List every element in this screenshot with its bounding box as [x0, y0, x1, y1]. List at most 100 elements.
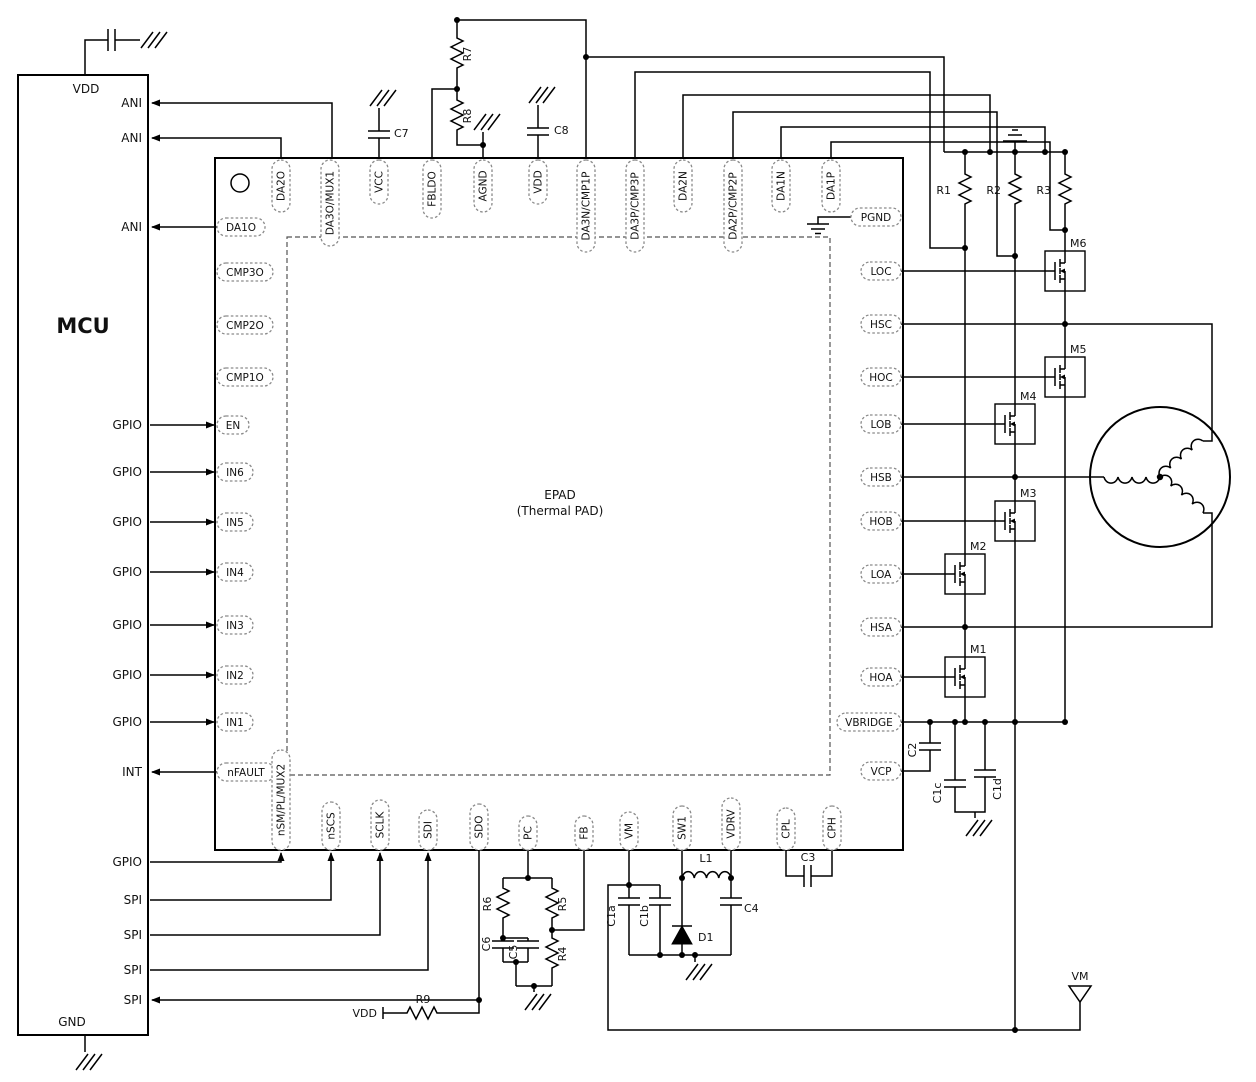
- mcu-port: SPI: [124, 993, 142, 1007]
- svg-text:R6: R6: [481, 897, 494, 912]
- svg-text:DA3P/CMP3P: DA3P/CMP3P: [630, 172, 642, 239]
- pin-nsm-pl-mux2: nSM/PL/MUX2: [271, 749, 291, 851]
- mosfet-m1: M1: [944, 643, 987, 698]
- mcu-vdd-label: VDD: [73, 82, 100, 96]
- svg-text:VCC: VCC: [374, 171, 386, 193]
- mcu-port: ANI: [121, 131, 142, 145]
- svg-text:D1: D1: [698, 931, 713, 944]
- svg-text:FB: FB: [579, 826, 591, 839]
- resistor-r2: R2: [986, 169, 1022, 211]
- diode-d1: D1: [671, 924, 713, 945]
- svg-text:nFAULT: nFAULT: [227, 767, 265, 779]
- svg-text:DA1N: DA1N: [776, 171, 788, 201]
- pin-sdi: SDI: [418, 809, 438, 851]
- svg-text:C1c: C1c: [931, 783, 944, 804]
- svg-text:EN: EN: [226, 420, 241, 432]
- resistor-r4: R4: [545, 933, 569, 975]
- ground-symbol: [75, 1053, 103, 1071]
- pin-in4: IN4: [216, 562, 254, 582]
- mcu-port: SPI: [124, 893, 142, 907]
- svg-text:DA2P/CMP2P: DA2P/CMP2P: [728, 172, 740, 239]
- pin-in3: IN3: [216, 615, 254, 635]
- resistor-r9: R9: [402, 993, 444, 1020]
- ground-symbol: [965, 819, 993, 837]
- mosfet-m4: M4: [994, 390, 1037, 445]
- mcu-port: SPI: [124, 963, 142, 977]
- pin-en: EN: [216, 415, 250, 435]
- wire-da3o-ani: [151, 99, 333, 158]
- svg-text:C3: C3: [801, 851, 816, 864]
- wire-spi-sdi: [150, 852, 432, 971]
- mosfet-m5: M5: [1044, 343, 1087, 398]
- pin-cmp2o: CMP2O: [216, 315, 274, 335]
- pin-vdrv: VDRV: [721, 797, 741, 851]
- mcu-outline: [17, 74, 149, 1036]
- svg-text:M3: M3: [1020, 487, 1037, 500]
- svg-text:C1a: C1a: [605, 905, 618, 926]
- pin-nscs: nSCS: [321, 801, 341, 851]
- pin-da1o: DA1O: [216, 217, 266, 237]
- capacitor-c1b: C1b: [638, 897, 672, 927]
- capacitor-c2: C2: [906, 742, 942, 758]
- pin-da3p-cmp3p: DA3P/CMP3P: [625, 159, 645, 253]
- vdd-source-label: VDD: [353, 1007, 377, 1020]
- epad-outline: [286, 236, 831, 776]
- svg-text:C4: C4: [744, 902, 759, 915]
- ic-pins-bottom: nSM/PL/MUX2 nSCS SCLK SDI SDO PC FB VM S…: [271, 749, 842, 851]
- svg-text:VDD: VDD: [533, 170, 545, 193]
- motor-coil-c: [1159, 471, 1208, 514]
- pin-sclk: SCLK: [370, 799, 390, 851]
- mcu-port: GPIO: [112, 465, 142, 479]
- svg-text:SW1: SW1: [677, 816, 689, 840]
- svg-text:VM: VM: [624, 823, 636, 839]
- svg-text:PGND: PGND: [861, 212, 891, 224]
- pin-da3n-cmp1p: DA3N/CMP1P: [576, 159, 596, 253]
- svg-text:M4: M4: [1020, 390, 1037, 403]
- resistor-r3: R3: [1036, 169, 1072, 211]
- svg-text:VM: VM: [1071, 970, 1088, 983]
- svg-text:C2: C2: [906, 743, 919, 758]
- resistor-r5: R5: [545, 883, 569, 925]
- svg-text:R7: R7: [461, 47, 474, 62]
- svg-text:HSC: HSC: [870, 319, 892, 331]
- svg-text:DA1O: DA1O: [226, 222, 256, 234]
- mcu-block: MCU VDD GND ANI ANI ANI GPIO GPIO GPIO G…: [17, 74, 149, 1036]
- mcu-port: SPI: [124, 928, 142, 942]
- ic-pins-left: DA1O CMP3O CMP2O CMP1O EN IN6 IN5 IN4 IN…: [216, 217, 276, 782]
- capacitor-c3: C3: [801, 851, 816, 888]
- wire-gpio-nsm: [150, 852, 285, 863]
- pin-da3o-mux1: DA3O/MUX1: [320, 159, 340, 247]
- capacitor-c1d: C1d: [973, 769, 1004, 800]
- svg-text:VDRV: VDRV: [726, 809, 738, 839]
- components: C7 C8 C2 C1c C1d C1a C1b C4 C3 C6 C5 R7 …: [107, 28, 1231, 1020]
- pin-da1n: DA1N: [771, 159, 791, 213]
- svg-text:C6: C6: [480, 937, 493, 952]
- ground-symbol: [473, 113, 501, 131]
- svg-text:C1b: C1b: [638, 905, 651, 927]
- ground-symbol: [528, 86, 556, 104]
- junction-dots: [454, 17, 1068, 1033]
- svg-text:nSCS: nSCS: [326, 812, 338, 840]
- svg-text:CPL: CPL: [781, 819, 793, 839]
- resistor-r7: R7: [450, 33, 474, 75]
- mcu-gnd-label: GND: [58, 1015, 86, 1029]
- pin-hoa: HOA: [860, 667, 902, 687]
- svg-text:VCP: VCP: [871, 766, 892, 778]
- pin-da2p-cmp2p: DA2P/CMP2P: [723, 159, 743, 253]
- svg-text:R2: R2: [986, 184, 1001, 197]
- svg-text:IN1: IN1: [226, 717, 244, 729]
- svg-text:R1: R1: [936, 184, 951, 197]
- pin-nfault: nFAULT: [216, 762, 276, 782]
- svg-text:LOA: LOA: [871, 569, 893, 581]
- svg-text:M2: M2: [970, 540, 987, 553]
- pin-fb: FB: [574, 815, 594, 851]
- svg-text:DA2O: DA2O: [276, 171, 288, 201]
- pin-da2n: DA2N: [673, 159, 693, 213]
- svg-text:VBRIDGE: VBRIDGE: [845, 717, 893, 729]
- svg-text:DA3O/MUX1: DA3O/MUX1: [325, 171, 337, 235]
- wire-spi-sclk: [150, 852, 384, 936]
- pin-pc: PC: [518, 815, 538, 851]
- pin-fbldo: FBLDO: [422, 159, 442, 219]
